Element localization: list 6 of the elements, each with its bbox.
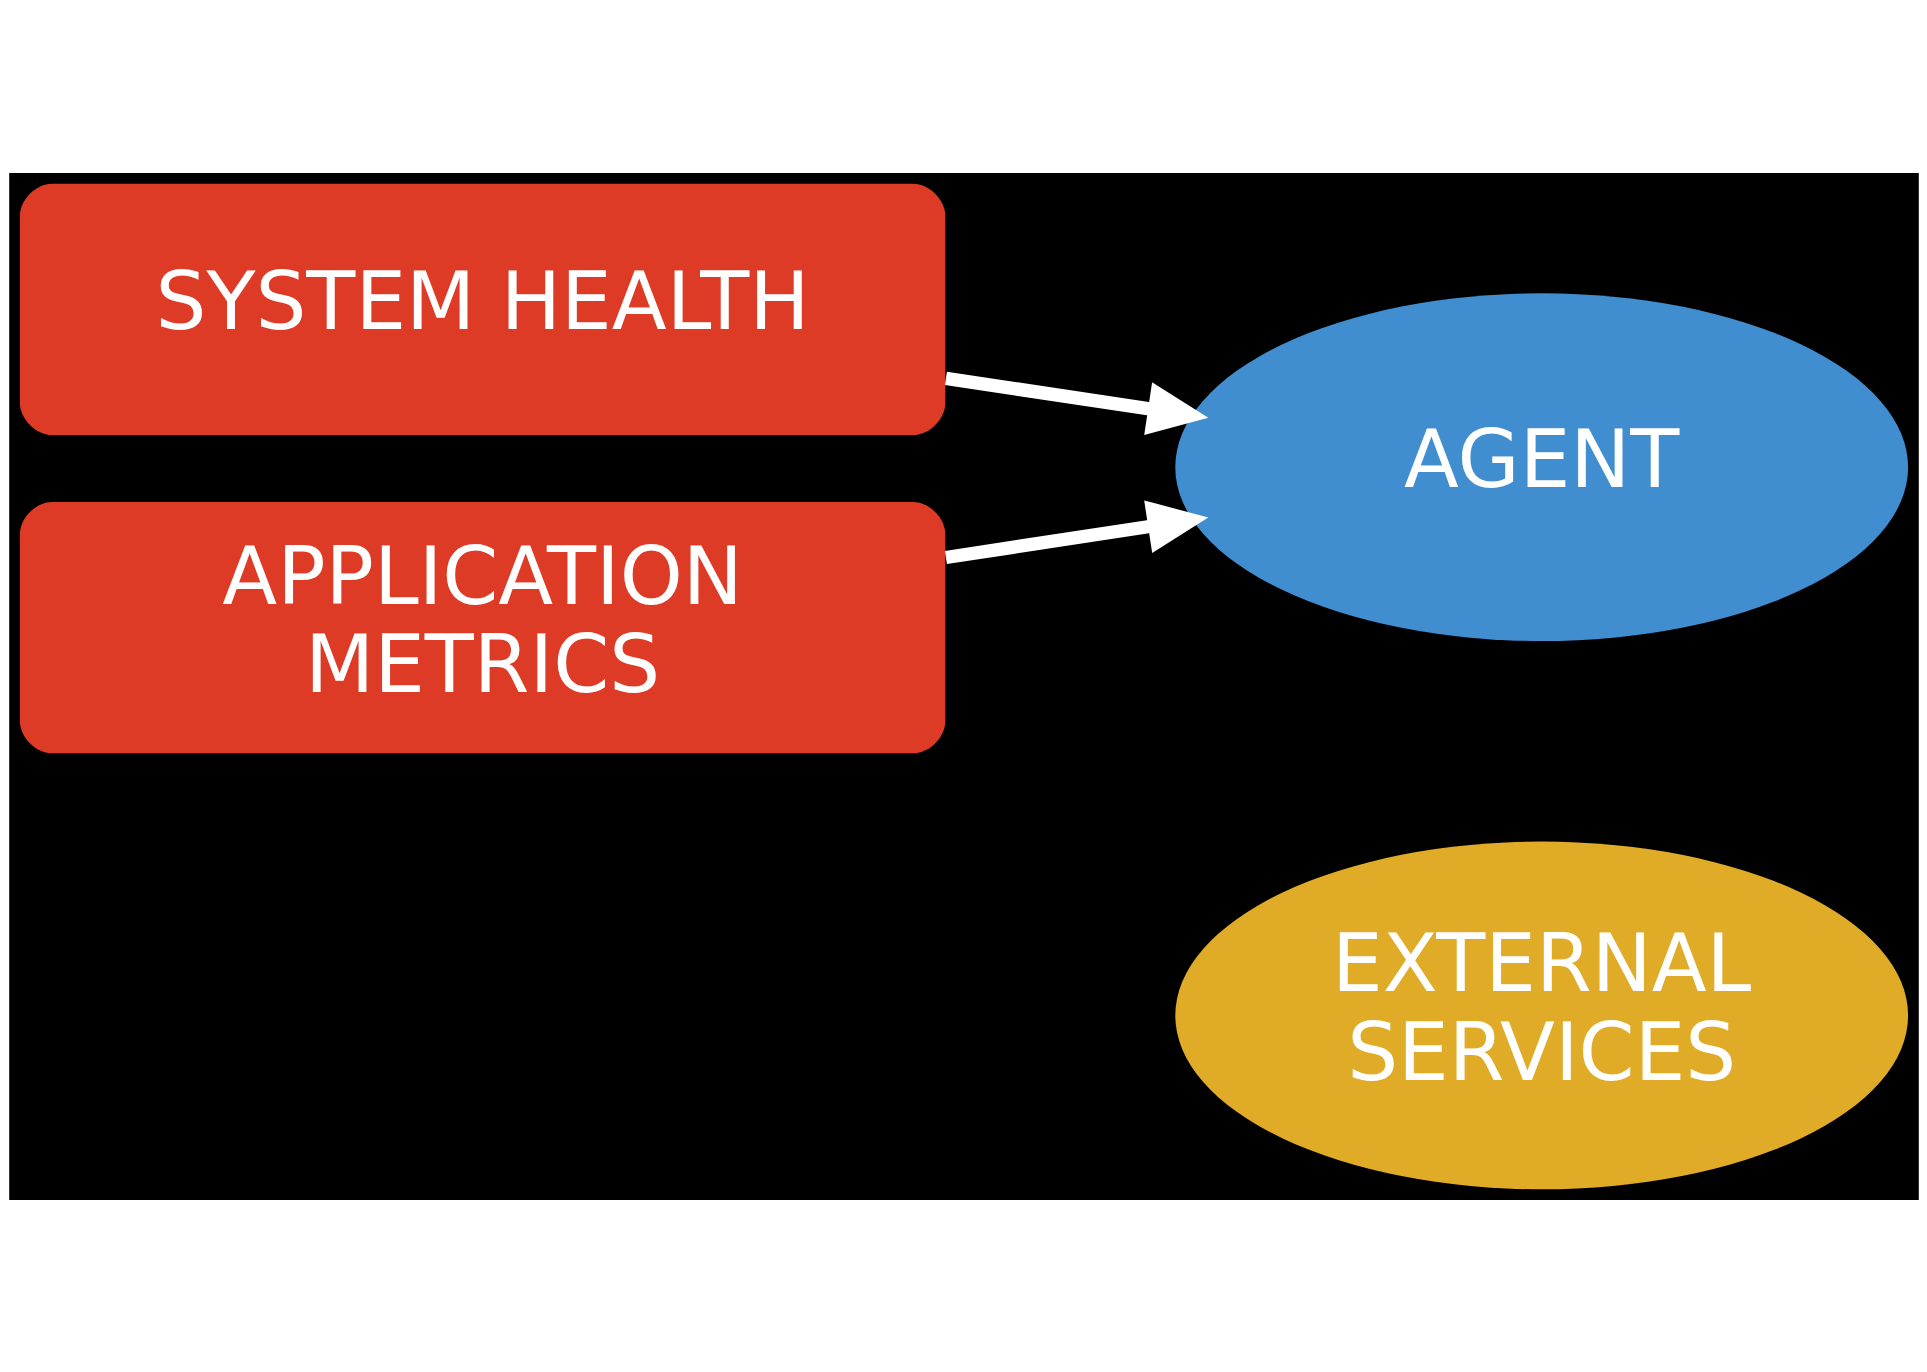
node-box: APPLICATION METRICS [19, 501, 945, 753]
arrow [944, 499, 1208, 564]
node-box: SYSTEM HEALTH [19, 183, 945, 435]
node-ellipse: EXTERNAL SERVICES [1174, 841, 1908, 1189]
node-ellipse: AGENT [1174, 292, 1908, 641]
arrow [944, 371, 1208, 435]
